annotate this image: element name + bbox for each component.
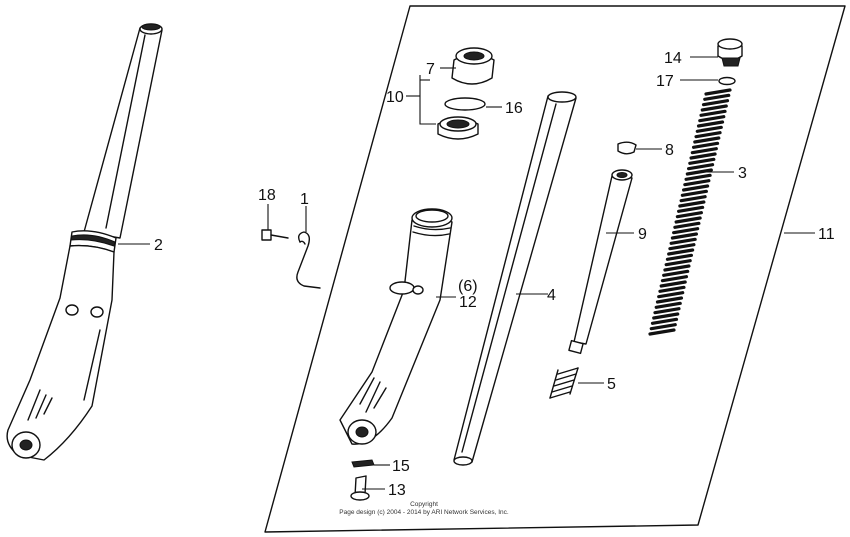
- part-13-drain-bolt: [350, 475, 370, 501]
- label-part-7: 7: [426, 61, 435, 78]
- leader-lines: [118, 56, 815, 490]
- spring-coil: [667, 248, 695, 256]
- label-part-12: 12: [459, 294, 477, 311]
- spring-coil: [680, 189, 708, 197]
- label-part-13: 13: [388, 482, 406, 499]
- spring-coil: [654, 301, 682, 309]
- spring-coil: [693, 136, 721, 144]
- spring-coil: [659, 280, 687, 288]
- spring-coil: [668, 243, 696, 251]
- spring-coil: [677, 205, 705, 213]
- spring-coil: [658, 285, 686, 293]
- part-16-o-ring: [444, 97, 486, 111]
- label-part-6: (6): [458, 278, 478, 295]
- spring-coil: [678, 200, 706, 208]
- spring-coil: [675, 211, 703, 219]
- part-1-wire-clip: [296, 231, 321, 289]
- spring-coil: [700, 104, 728, 112]
- spring-coil: [698, 115, 726, 123]
- part-18-bolt: [261, 229, 289, 241]
- spring-coil: [653, 307, 681, 315]
- spring-coil: [691, 141, 720, 149]
- spring-coil: [655, 296, 684, 304]
- spring-coil: [701, 99, 730, 107]
- spring-coil: [664, 259, 692, 267]
- spring-coil: [696, 120, 725, 128]
- label-part-4: 4: [547, 287, 556, 304]
- part-17-o-ring: [718, 76, 736, 86]
- spring-coil: [649, 323, 677, 331]
- label-part-14: 14: [664, 50, 682, 67]
- part-3-fork-spring: [648, 88, 732, 336]
- part-10-seal-ring: [437, 116, 479, 140]
- part-7-seal-cap: [451, 47, 495, 85]
- label-part-11: 11: [818, 226, 835, 243]
- spring-coil: [690, 147, 718, 155]
- spring-coil: [650, 317, 679, 325]
- part-12-outer-slider: [339, 208, 453, 445]
- spring-coil: [679, 195, 707, 203]
- label-part-1: 1: [300, 191, 309, 208]
- spring-coil: [672, 227, 700, 235]
- spring-coil: [660, 275, 689, 283]
- part-14-cap-bolt: [717, 38, 743, 67]
- spring-coil: [684, 173, 712, 181]
- spring-coil: [688, 157, 716, 165]
- spring-coil: [683, 179, 711, 187]
- label-part-3: 3: [738, 165, 747, 182]
- part-15-washer: [351, 459, 375, 468]
- spring-coil: [663, 264, 691, 272]
- spring-coil: [670, 232, 699, 240]
- part-4-inner-tube: [453, 91, 577, 466]
- label-part-9: 9: [638, 226, 647, 243]
- copyright-line-2: Page design (c) 2004 - 2014 by ARI Netwo…: [339, 509, 509, 516]
- label-part-5: 5: [607, 376, 616, 393]
- part-5-rebound-spring: [549, 367, 579, 399]
- spring-coil: [674, 216, 702, 224]
- label-part-10: 10: [386, 89, 404, 106]
- spring-coil: [703, 93, 731, 101]
- spring-coil: [662, 269, 690, 277]
- assembly-frame: [264, 5, 846, 533]
- spring-coil: [657, 291, 685, 299]
- spring-coil: [665, 253, 694, 261]
- spring-coil: [704, 88, 732, 96]
- label-part-2: 2: [154, 237, 163, 254]
- spring-coil: [685, 168, 713, 176]
- spring-coil: [689, 152, 717, 160]
- label-part-18: 18: [258, 187, 276, 204]
- copyright-line-1: Copyright: [410, 501, 438, 508]
- spring-coil: [681, 184, 710, 192]
- spring-coil: [648, 328, 676, 336]
- spring-coil: [673, 221, 701, 229]
- label-part-15: 15: [392, 458, 410, 475]
- label-part-8: 8: [665, 142, 674, 159]
- spring-coil: [652, 312, 680, 320]
- part-9-damper-rod: [568, 169, 633, 355]
- part-8-piston-ring: [617, 141, 637, 155]
- label-part-17: 17: [656, 73, 674, 90]
- spring-coil: [699, 109, 727, 117]
- spring-coil: [669, 237, 697, 245]
- spring-coil: [695, 125, 723, 133]
- label-part-16: 16: [505, 100, 523, 117]
- assembled-fork-leg: [6, 23, 163, 461]
- spring-coil: [686, 163, 715, 171]
- spring-coil: [694, 131, 722, 139]
